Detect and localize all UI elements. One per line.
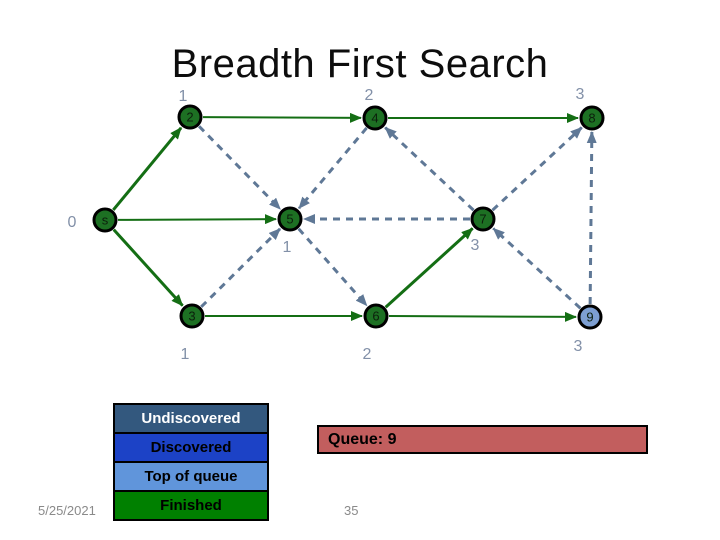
edge-4-5 [297,126,368,210]
node-2-label: 2 [186,110,193,125]
node-s [92,207,118,233]
edge-9-7 [492,227,582,310]
legend-label-finished: Finished [160,497,222,514]
page-title: Breadth First Search [171,42,549,86]
node-7-label: 7 [479,212,486,227]
node-s-label: s [102,213,109,228]
node-6-distance: 2 [363,346,372,363]
legend-label-top-of-queue: Top of queue [144,468,238,485]
edge-3-5 [200,227,282,308]
edge-9-8 [586,130,597,305]
node-3 [179,303,205,329]
edge-s-5 [117,214,278,225]
edge-2-4 [202,112,363,123]
page-number: 35 [344,503,359,518]
node-8-label: 8 [588,111,595,126]
node-9-label: 9 [586,310,593,325]
node-2 [177,104,203,130]
edge-7-4 [384,126,475,212]
node-6-label: 6 [372,309,379,324]
node-5-distance: 1 [283,239,292,256]
node-9-distance: 3 [574,338,583,355]
edge-6-9 [388,311,578,322]
node-7 [470,206,496,232]
node-8 [579,105,605,131]
edge-s-2 [112,126,183,211]
node-7-distance: 3 [471,237,480,254]
node-6 [363,303,389,329]
node-4-label: 4 [371,111,378,126]
queue-label: Queue: 9 [328,430,397,448]
edge-s-3 [112,228,184,307]
node-3-label: 3 [188,309,195,324]
slide-date: 5/25/2021 [38,503,96,518]
node-9 [577,304,603,330]
node-s-distance: 0 [68,214,77,231]
legend-item-finished: Finished [115,492,267,519]
legend-item-discovered: Discovered [115,434,267,463]
node-2-distance: 1 [179,88,188,105]
edge-7-8 [491,126,583,212]
node-8-distance: 3 [576,86,585,103]
edge-5-6 [297,227,368,307]
legend-item-undiscovered: Undiscovered [115,405,267,434]
node-4-distance: 2 [365,87,374,104]
queue-box: Queue: 9 [317,425,648,454]
legend-label-undiscovered: Undiscovered [141,410,241,427]
legend-item-top-of-queue: Top of queue [115,463,267,492]
legend-label-discovered: Discovered [150,439,232,456]
state-legend: Undiscovered Discovered Top of queue Fin… [113,403,269,521]
node-3-distance: 1 [181,346,190,363]
node-4 [362,105,388,131]
edge-2-5 [198,125,282,211]
node-5-label: 5 [286,212,293,227]
edge-6-7 [384,227,474,309]
node-5 [277,206,303,232]
